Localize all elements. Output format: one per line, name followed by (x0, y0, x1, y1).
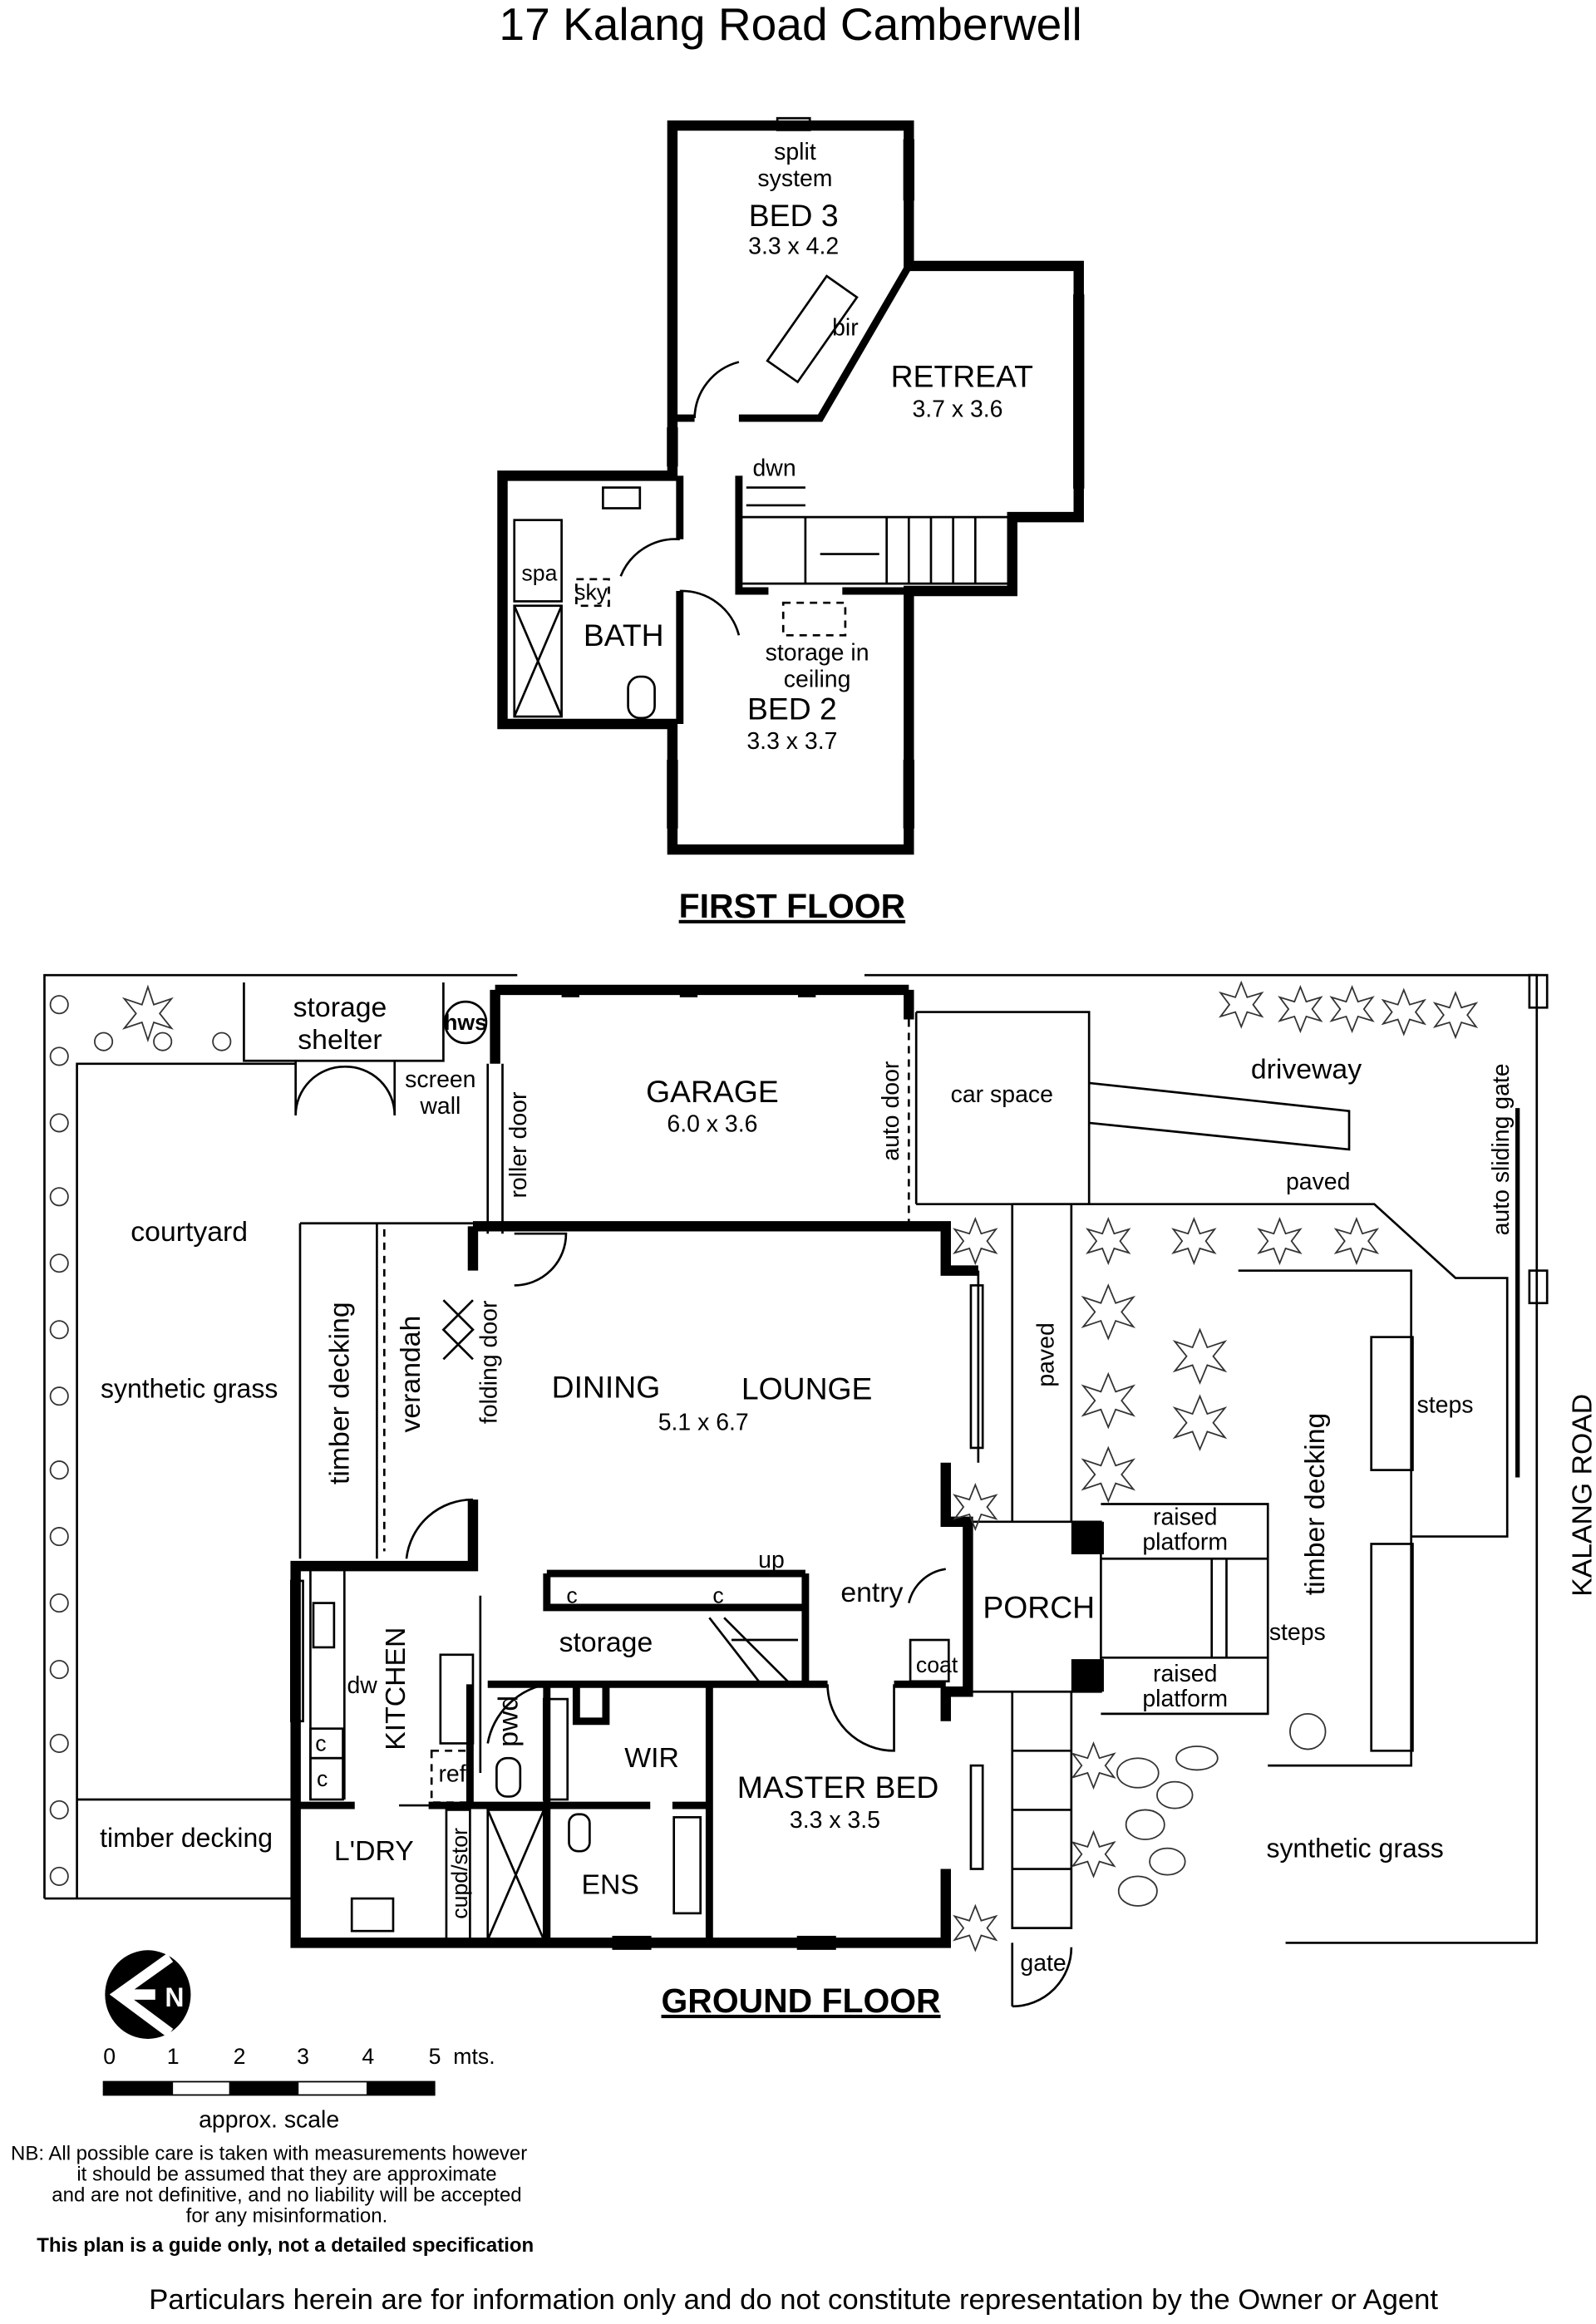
scale-tick: 3 (297, 2044, 309, 2069)
gate-label: gate (1020, 1950, 1066, 1977)
room-dining-name: DINING (552, 1370, 661, 1405)
up-label: up (758, 1547, 785, 1573)
paved-label: paved (1286, 1169, 1350, 1195)
room-bed3-size: 3.3 x 4.2 (748, 234, 839, 260)
auto-door-label: auto door (878, 1061, 904, 1161)
cupd-stor-label: cupd/stor (447, 1828, 472, 1919)
room-garage-size: 6.0 x 3.6 (667, 1111, 757, 1138)
room-retreat-name: RETREAT (891, 359, 1033, 394)
ground-floor-heading: GROUND FLOOR (662, 1982, 941, 2020)
room-wir-name: WIR (624, 1742, 679, 1774)
synthetic-grass-label: synthetic grass (101, 1374, 278, 1404)
room-retreat-size: 3.7 x 3.6 (912, 396, 1002, 422)
cupboard-label: c (315, 1731, 326, 1755)
driveway-label: driveway (1251, 1054, 1362, 1086)
street-label: KALANG ROAD (1567, 1394, 1596, 1597)
folding-door-label: folding door (475, 1301, 502, 1425)
auto-sliding-gate-label: auto sliding gate (1488, 1063, 1515, 1235)
entry-label: entry (840, 1577, 903, 1608)
steps-label: steps (1417, 1391, 1474, 1418)
cupboard-label: c (712, 1583, 723, 1608)
timber-decking-bottom-label: timber decking (100, 1823, 273, 1853)
room-bath-name: BATH (584, 618, 664, 652)
room-bed3-name: BED 3 (749, 198, 839, 233)
scale-tick: 0 (103, 2044, 116, 2069)
scale-tick: 1 (167, 2044, 180, 2069)
pwd-label: pwd (492, 1696, 524, 1747)
storage-ceiling-label: storage in (766, 640, 869, 667)
scale-tick: 2 (234, 2044, 246, 2069)
disclaimer-line: it should be assumed that they are appro… (76, 2164, 496, 2186)
room-dining-lounge-size: 5.1 x 6.7 (658, 1410, 749, 1436)
screen-wall-label: wall (419, 1093, 461, 1120)
timber-decking-label: timber decking (324, 1302, 356, 1485)
car-space-label: car space (951, 1081, 1053, 1108)
timber-decking-right-label: timber decking (1299, 1413, 1331, 1596)
room-kitchen-name: KITCHEN (380, 1627, 411, 1750)
storage-shelter-label: storage (293, 992, 387, 1023)
spa-label: spa (521, 561, 557, 586)
footer-note: Particulars herein are for information o… (149, 2284, 1438, 2316)
room-garage-name: GARAGE (646, 1074, 779, 1109)
disclaimer-line: NB: All possible care is taken with meas… (11, 2143, 527, 2165)
sky-label: sky (574, 580, 608, 605)
room-laundry-name: L'DRY (334, 1835, 414, 1867)
disclaimer-line: and are not definitive, and no liability… (52, 2184, 521, 2206)
room-master-bed-size: 3.3 x 3.5 (790, 1807, 880, 1834)
plant-icons (49, 980, 1479, 1952)
scale-label: approx. scale (199, 2107, 339, 2134)
cupboard-label: c (317, 1766, 328, 1791)
coat-label: coat (916, 1652, 958, 1677)
first-floor: split system BED 3 3.3 x 4.2 bir RETREAT… (497, 116, 1085, 925)
room-ens-name: ENS (582, 1869, 639, 1901)
split-system-label: split (774, 139, 816, 165)
room-master-bed-name: MASTER BED (737, 1770, 939, 1805)
north-label: N (165, 1982, 184, 2012)
raised-platform-label: raised (1153, 1504, 1217, 1530)
raised-platform-label: platform (1142, 1686, 1228, 1712)
bir-label: bir (832, 314, 859, 341)
synthetic-grass-right-label: synthetic grass (1266, 1833, 1443, 1863)
north-arrow-icon: N (105, 1950, 191, 2039)
scale-tick: 5 mts. (429, 2044, 495, 2069)
hws-label: hws (444, 1010, 487, 1035)
room-lounge-name: LOUNGE (741, 1371, 873, 1406)
disclaimer-line: for any misinformation. (186, 2204, 388, 2227)
storage-label: storage (559, 1627, 653, 1658)
scale-bar (102, 2080, 436, 2096)
raised-platform-label: raised (1153, 1661, 1217, 1687)
legend: N 0 1 2 3 4 5 mts. approx. scale (102, 1950, 495, 2134)
room-bed2-name: BED 2 (747, 692, 837, 726)
courtyard-label: courtyard (131, 1216, 248, 1248)
paved-side-label: paved (1033, 1322, 1060, 1386)
cupboard-label: c (566, 1583, 577, 1608)
room-porch-name: PORCH (983, 1589, 1095, 1624)
steps-mid-label: steps (1269, 1619, 1326, 1646)
screen-wall-label: screen (405, 1066, 475, 1093)
first-floor-heading: FIRST FLOOR (679, 887, 905, 925)
plan-title: 17 Kalang Road Camberwell (499, 0, 1081, 50)
raised-platform-label: platform (1142, 1529, 1228, 1556)
ground-floor: storage shelter hws screen wall roller d… (43, 973, 1596, 2020)
guide-note: This plan is a guide only, not a detaile… (37, 2234, 534, 2257)
scale-tick: 4 (362, 2044, 374, 2069)
room-bed2-size: 3.3 x 3.7 (746, 728, 837, 755)
storage-ceiling-label: ceiling (784, 667, 851, 693)
verandah-label: verandah (395, 1316, 426, 1433)
ref-label: ref (438, 1761, 466, 1788)
dw-label: dw (347, 1672, 377, 1699)
roller-door-label: roller door (505, 1092, 532, 1199)
split-system-label: system (757, 165, 832, 192)
disclaimer: NB: All possible care is taken with meas… (11, 2143, 534, 2257)
dwn-label: dwn (752, 455, 796, 481)
storage-shelter-label: shelter (298, 1024, 382, 1056)
